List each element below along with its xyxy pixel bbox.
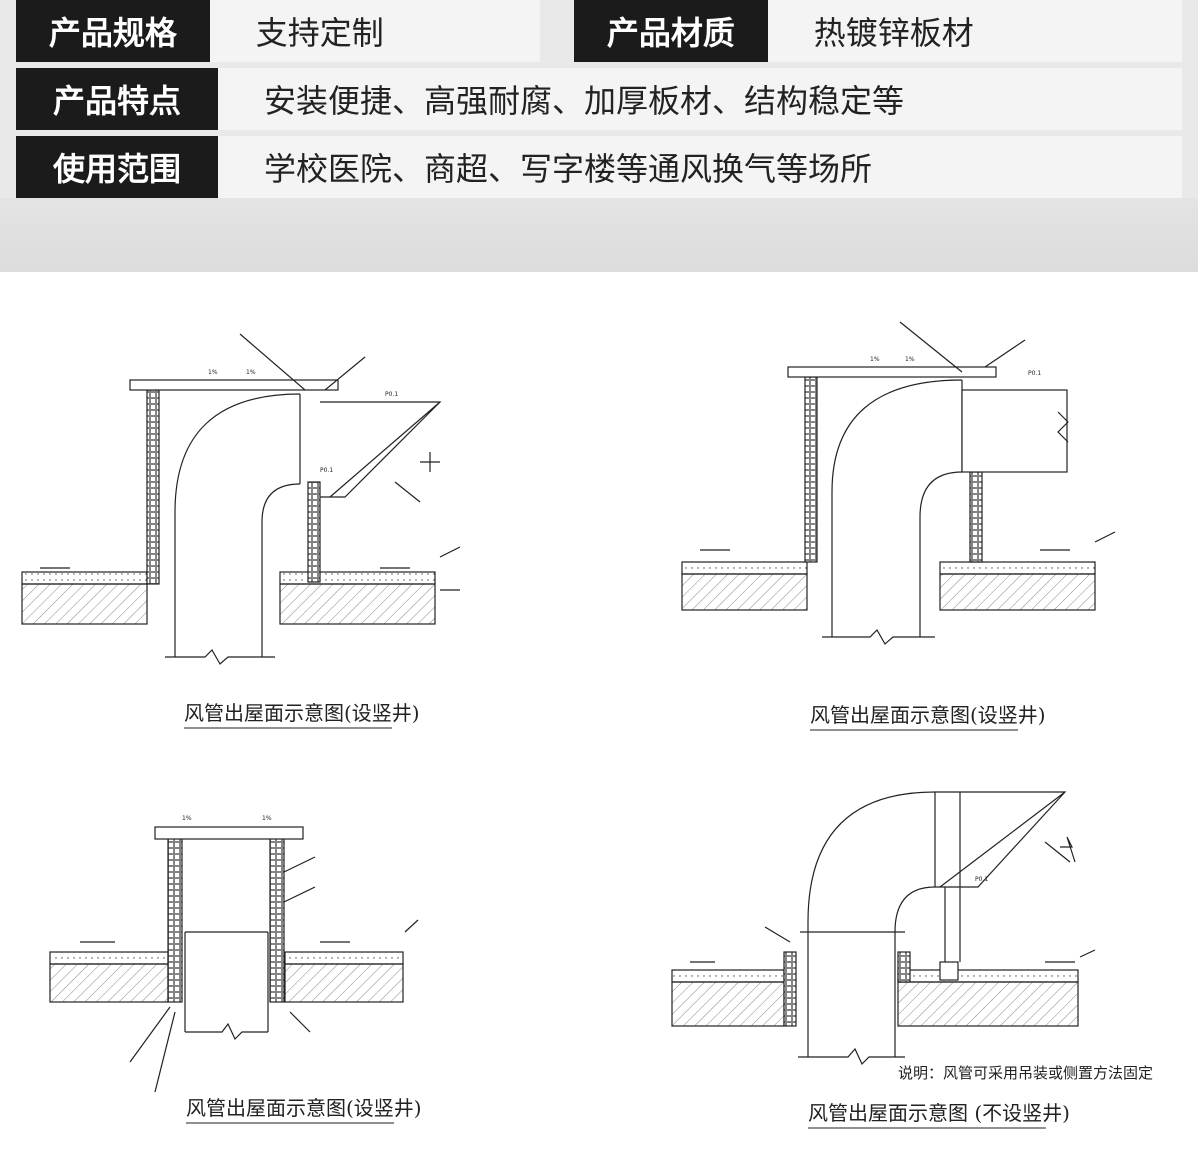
spec-value-features: 安装便捷、高强耐腐、加厚板材、结构稳定等 [218, 68, 1182, 130]
pressure-label-4: P0.1 [975, 876, 988, 883]
diagram-4-note: 说明：风管可采用吊装或侧置方法固定 [898, 1064, 1153, 1082]
diagram-3 [49, 826, 419, 1093]
caption-diagram-3: 风管出屋面示意图(设竖井) [186, 1096, 422, 1120]
diagram-1 [21, 333, 461, 665]
spec-value-size: 支持定制 [209, 0, 540, 62]
diagram-4 [671, 791, 1096, 1066]
slope-label-3: 1% [870, 356, 880, 363]
spec-value-usage: 学校医院、商超、写字楼等通风换气等场所 [218, 136, 1182, 198]
slope-label-2: 1% [246, 369, 256, 376]
spec-row-1: 产品规格 支持定制 产品材质 热镀锌板材 [16, 0, 1182, 62]
pressure-label-2: P0.1 [320, 467, 333, 474]
slope-label-4: 1% [905, 356, 915, 363]
spec-row-3: 使用范围 学校医院、商超、写字楼等通风换气等场所 [16, 136, 1182, 198]
slope-label-6: 1% [262, 815, 272, 822]
spec-label-material: 产品材质 [574, 0, 768, 62]
caption-diagram-4: 风管出屋面示意图 (不设竖井) [808, 1101, 1070, 1125]
spec-label-size: 产品规格 [16, 0, 210, 62]
caption-diagram-2: 风管出屋面示意图(设竖井) [810, 703, 1046, 727]
spec-row-2: 产品特点 安装便捷、高强耐腐、加厚板材、结构稳定等 [16, 68, 1182, 130]
slope-label: 1% [208, 369, 218, 376]
pressure-label-3: P0.1 [1028, 370, 1041, 377]
diagram-panel: 1% 1% 1% 1% 1% 1% P0.1 P0.1 P0.1 P0.1 风管… [0, 272, 1198, 1159]
diagram-2 [681, 321, 1116, 645]
diagram-canvas: 1% 1% 1% 1% 1% 1% P0.1 P0.1 P0.1 P0.1 风管… [21, 321, 1153, 1129]
slope-label-5: 1% [182, 815, 192, 822]
pressure-label: P0.1 [385, 391, 398, 398]
spec-label-usage: 使用范围 [16, 136, 218, 198]
separator-band [0, 198, 1198, 272]
caption-diagram-1: 风管出屋面示意图(设竖井) [184, 701, 420, 725]
spec-value-material: 热镀锌板材 [767, 0, 1182, 62]
spec-label-features: 产品特点 [16, 68, 218, 130]
